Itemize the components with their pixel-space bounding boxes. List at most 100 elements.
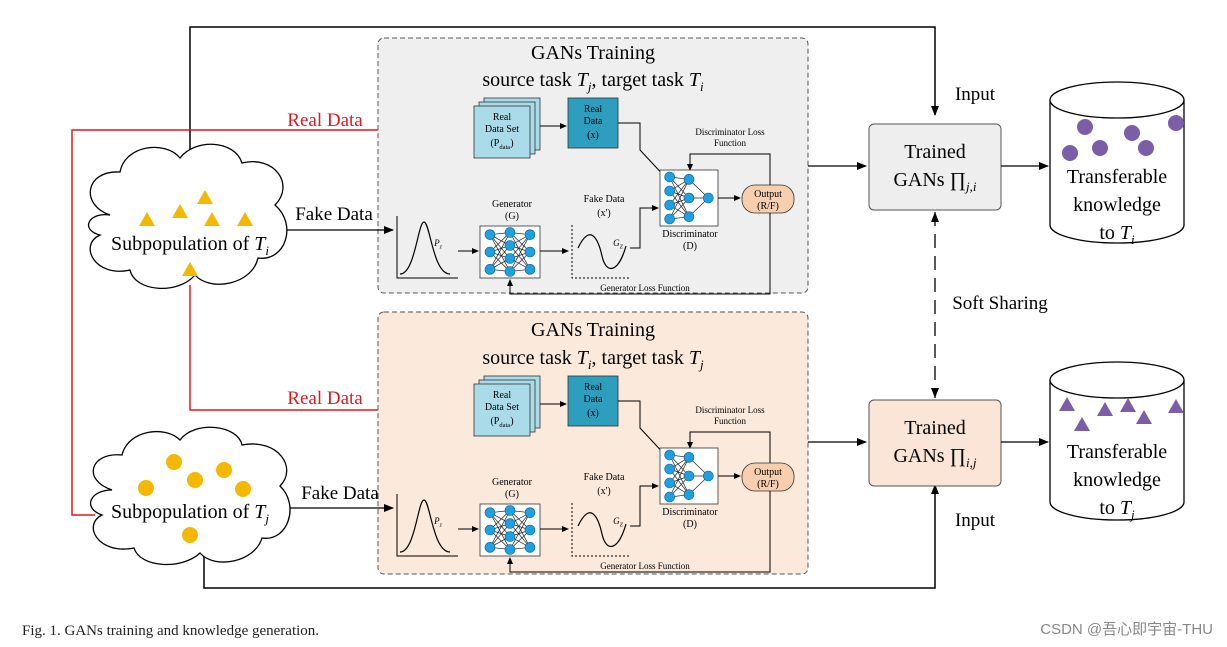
- generator-edge: [509, 234, 531, 272]
- knowledge-triangle: [1074, 417, 1090, 431]
- arrow-gz-to-disc: [630, 205, 659, 249]
- knowledge-triangle: [1168, 399, 1184, 413]
- discriminator-node: [664, 199, 675, 211]
- generator-node: [504, 518, 516, 529]
- soft-sharing-arrow-down: [931, 388, 939, 398]
- trained-top-l1: Trained: [904, 141, 965, 163]
- bottom-panel-title: GANs Training: [531, 319, 655, 341]
- gz-curve: [577, 234, 627, 269]
- discriminator-label: Discriminator: [662, 507, 718, 518]
- knowledge-triangle: [1097, 402, 1113, 416]
- output-l1: Output: [754, 189, 782, 200]
- generator-node: [484, 264, 496, 275]
- triangle-marker: [204, 212, 220, 226]
- arrow-x-to-disc: [618, 400, 669, 459]
- real-data-label-top: Real Data: [287, 110, 363, 131]
- knowledge-circle: [1077, 119, 1093, 135]
- triangle-marker: [182, 262, 198, 276]
- circle-marker: [216, 462, 232, 478]
- generator-edge: [489, 510, 511, 548]
- trained-bottom-l2: GANs ∏i,j: [893, 445, 976, 470]
- gz-label: GZ: [613, 238, 624, 251]
- discriminator-node: [664, 463, 675, 475]
- generator-node: [504, 266, 516, 277]
- gen-loss-label: Generator Loss Function: [600, 283, 690, 293]
- knowledge-bottom-l1: Transferable: [1067, 441, 1167, 463]
- generator-node: [484, 507, 496, 518]
- generator-node: [504, 240, 516, 251]
- real-data-x-l3: (x): [587, 408, 599, 419]
- knowledge-triangle: [1136, 410, 1152, 424]
- pz-curve: [399, 499, 451, 553]
- gz-label: GZ: [613, 516, 624, 529]
- output-l2: (R/F): [757, 479, 779, 490]
- real-data-set-l3: (Pdata): [490, 138, 513, 151]
- discriminator-edge: [669, 176, 690, 217]
- discriminator-node: [703, 470, 714, 482]
- subpop-i-label: Subpopulation of Ti: [111, 233, 269, 258]
- fake-data-xp-label: (x'): [597, 208, 610, 219]
- disc-loss-l2: Function: [714, 416, 747, 426]
- knowledge-top-l3: to Ti: [1099, 222, 1135, 247]
- generator-label: Generator: [492, 199, 533, 210]
- pz-label: Pz: [433, 516, 443, 529]
- bottom-panel-subtitle: source task Ti, target task Tj: [482, 347, 704, 372]
- disc-loss-l1: Discriminator Loss: [695, 127, 765, 137]
- generator-edge: [509, 232, 531, 270]
- generator-label: Generator: [492, 477, 533, 488]
- pz-curve: [399, 221, 451, 275]
- fake-data-x-label: Fake Data: [584, 472, 625, 483]
- pz-label: Pz: [433, 238, 443, 251]
- generator-node: [524, 507, 536, 518]
- generator-node: [524, 246, 536, 258]
- real-data-x-box: [567, 97, 619, 149]
- generator-node: [524, 264, 536, 275]
- discriminator-node: [664, 171, 675, 183]
- generator-g: (G): [505, 211, 519, 222]
- gen-loss-loop: [507, 491, 771, 573]
- discriminator-node: [683, 192, 695, 204]
- disc-loss-l2: Function: [714, 138, 747, 148]
- knowledge-circle: [1138, 140, 1154, 156]
- trained-bottom-l1: Trained: [904, 417, 965, 439]
- generator-node: [484, 542, 496, 553]
- generator-g: (G): [505, 489, 519, 500]
- gz-curve: [577, 512, 627, 547]
- knowledge-circle: [1124, 125, 1140, 141]
- output-l1: Output: [754, 467, 782, 478]
- subpop-j-label: Subpopulation of Tj: [111, 501, 269, 526]
- input-label-bottom: Input: [955, 510, 996, 531]
- knowledge-circle: [1092, 140, 1108, 156]
- real-data-x-l3: (x): [587, 130, 599, 141]
- real-data-line-top: [71, 126, 471, 516]
- pz-axes: [396, 216, 458, 279]
- triangle-markers: [139, 190, 253, 276]
- pz-axes: [396, 494, 458, 557]
- knowledge-circle: [1062, 145, 1078, 161]
- gen-loss-label: Generator Loss Function: [600, 561, 690, 571]
- generator-node: [484, 229, 496, 240]
- circle-marker: [166, 454, 182, 470]
- output-node: [741, 184, 795, 214]
- fake-data-xp-label: (x'): [597, 486, 610, 497]
- cloud-subpopulation-j: [89, 426, 291, 566]
- gz-axes: [571, 503, 630, 557]
- output-l2: (R/F): [757, 201, 779, 212]
- generator-edge: [509, 510, 531, 548]
- generator-node: [504, 531, 516, 542]
- trained-top-l2: GANs ∏j,i: [893, 169, 976, 194]
- generator-edge: [489, 232, 511, 270]
- generator-edge: [489, 512, 511, 550]
- discriminator-node: [664, 477, 675, 489]
- discriminator-edge: [669, 468, 690, 495]
- circle-marker: [138, 480, 154, 496]
- discriminator-node: [664, 185, 675, 197]
- knowledge-cylinder-top: [1049, 81, 1185, 244]
- real-data-x-l1: Real: [584, 104, 603, 115]
- trained-gans-top: [868, 123, 1002, 211]
- figure-caption: Fig. 1. GANs training and knowledge gene…: [22, 623, 320, 639]
- gen-loss-loop: [507, 213, 771, 295]
- gz-axes: [571, 225, 630, 279]
